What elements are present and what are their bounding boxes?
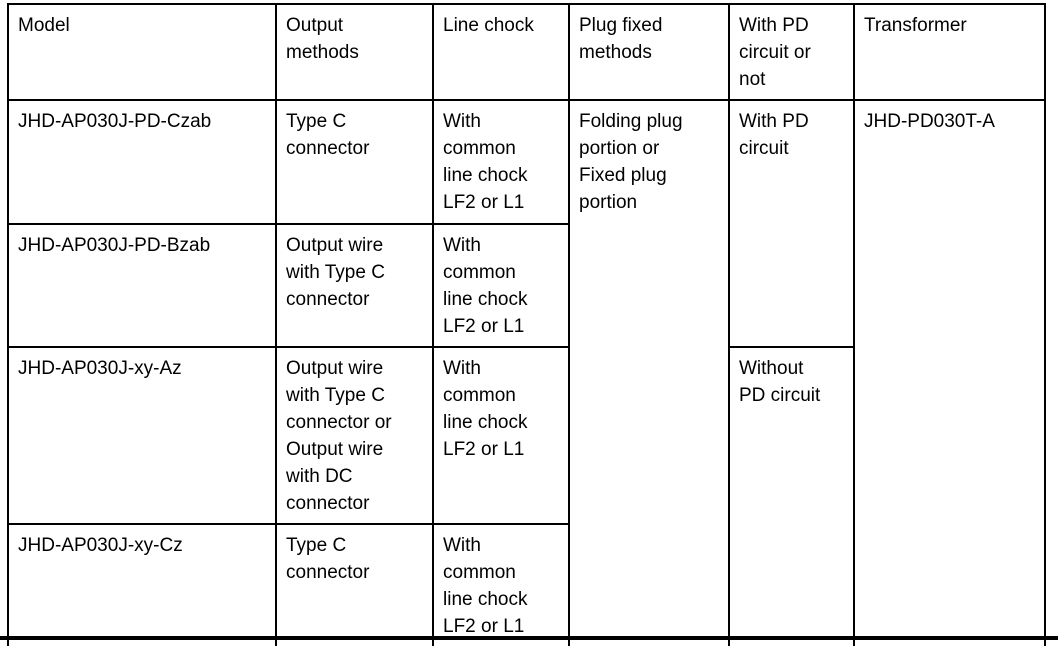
cell-without-pd-circuit: Without PD circuit — [728, 346, 855, 646]
table-header-row: Model Output methods Line chock Plug fix… — [7, 3, 1046, 101]
col-header-output-methods: Output methods — [275, 3, 434, 101]
model-spec-table: Model Output methods Line chock Plug fix… — [7, 3, 1046, 646]
cell-transformer: JHD-PD030T-A — [853, 99, 1046, 646]
cell-output-methods: Output wire with Type C connector or Out… — [275, 346, 434, 525]
cell-plug-fixed-methods: Folding plug portion or Fixed plug porti… — [568, 99, 730, 646]
cell-output-methods: Output wire with Type C connector — [275, 223, 434, 348]
cell-line-chock: With common line chock LF2 or L1 — [432, 523, 570, 646]
cell-output-methods: Type C connector — [275, 523, 434, 646]
col-header-pd-circuit: With PD circuit or not — [728, 3, 855, 101]
table-row: JHD-AP030J-PD-Czab Type C connector With… — [7, 99, 1046, 646]
cell-output-methods: Type C connector — [275, 99, 434, 225]
cell-model: JHD-AP030J-PD-Czab — [7, 99, 277, 225]
cell-with-pd-circuit: With PD circuit — [728, 99, 855, 348]
cell-line-chock: With common line chock LF2 or L1 — [432, 346, 570, 525]
col-header-plug-fixed-methods: Plug fixed methods — [568, 3, 730, 101]
table-row: JHD-AP030J-xy-Cz Type C connector With c… — [7, 523, 1045, 646]
col-header-model: Model — [7, 3, 277, 101]
cell-line-chock: With common line chock LF2 or L1 — [432, 223, 570, 348]
table-row: JHD-AP030J-PD-Bzab Output wire with Type… — [7, 223, 1045, 348]
col-header-line-chock: Line chock — [432, 3, 570, 101]
cell-model: JHD-AP030J-xy-Az — [7, 346, 277, 525]
bottom-horizontal-rule — [0, 636, 1058, 640]
table-row: JHD-AP030J-xy-Az Output wire with Type C… — [7, 346, 1045, 646]
col-header-transformer: Transformer — [853, 3, 1046, 101]
cell-model: JHD-AP030J-PD-Bzab — [7, 223, 277, 348]
cell-line-chock: With common line chock LF2 or L1 — [432, 99, 570, 225]
cell-model: JHD-AP030J-xy-Cz — [7, 523, 277, 646]
